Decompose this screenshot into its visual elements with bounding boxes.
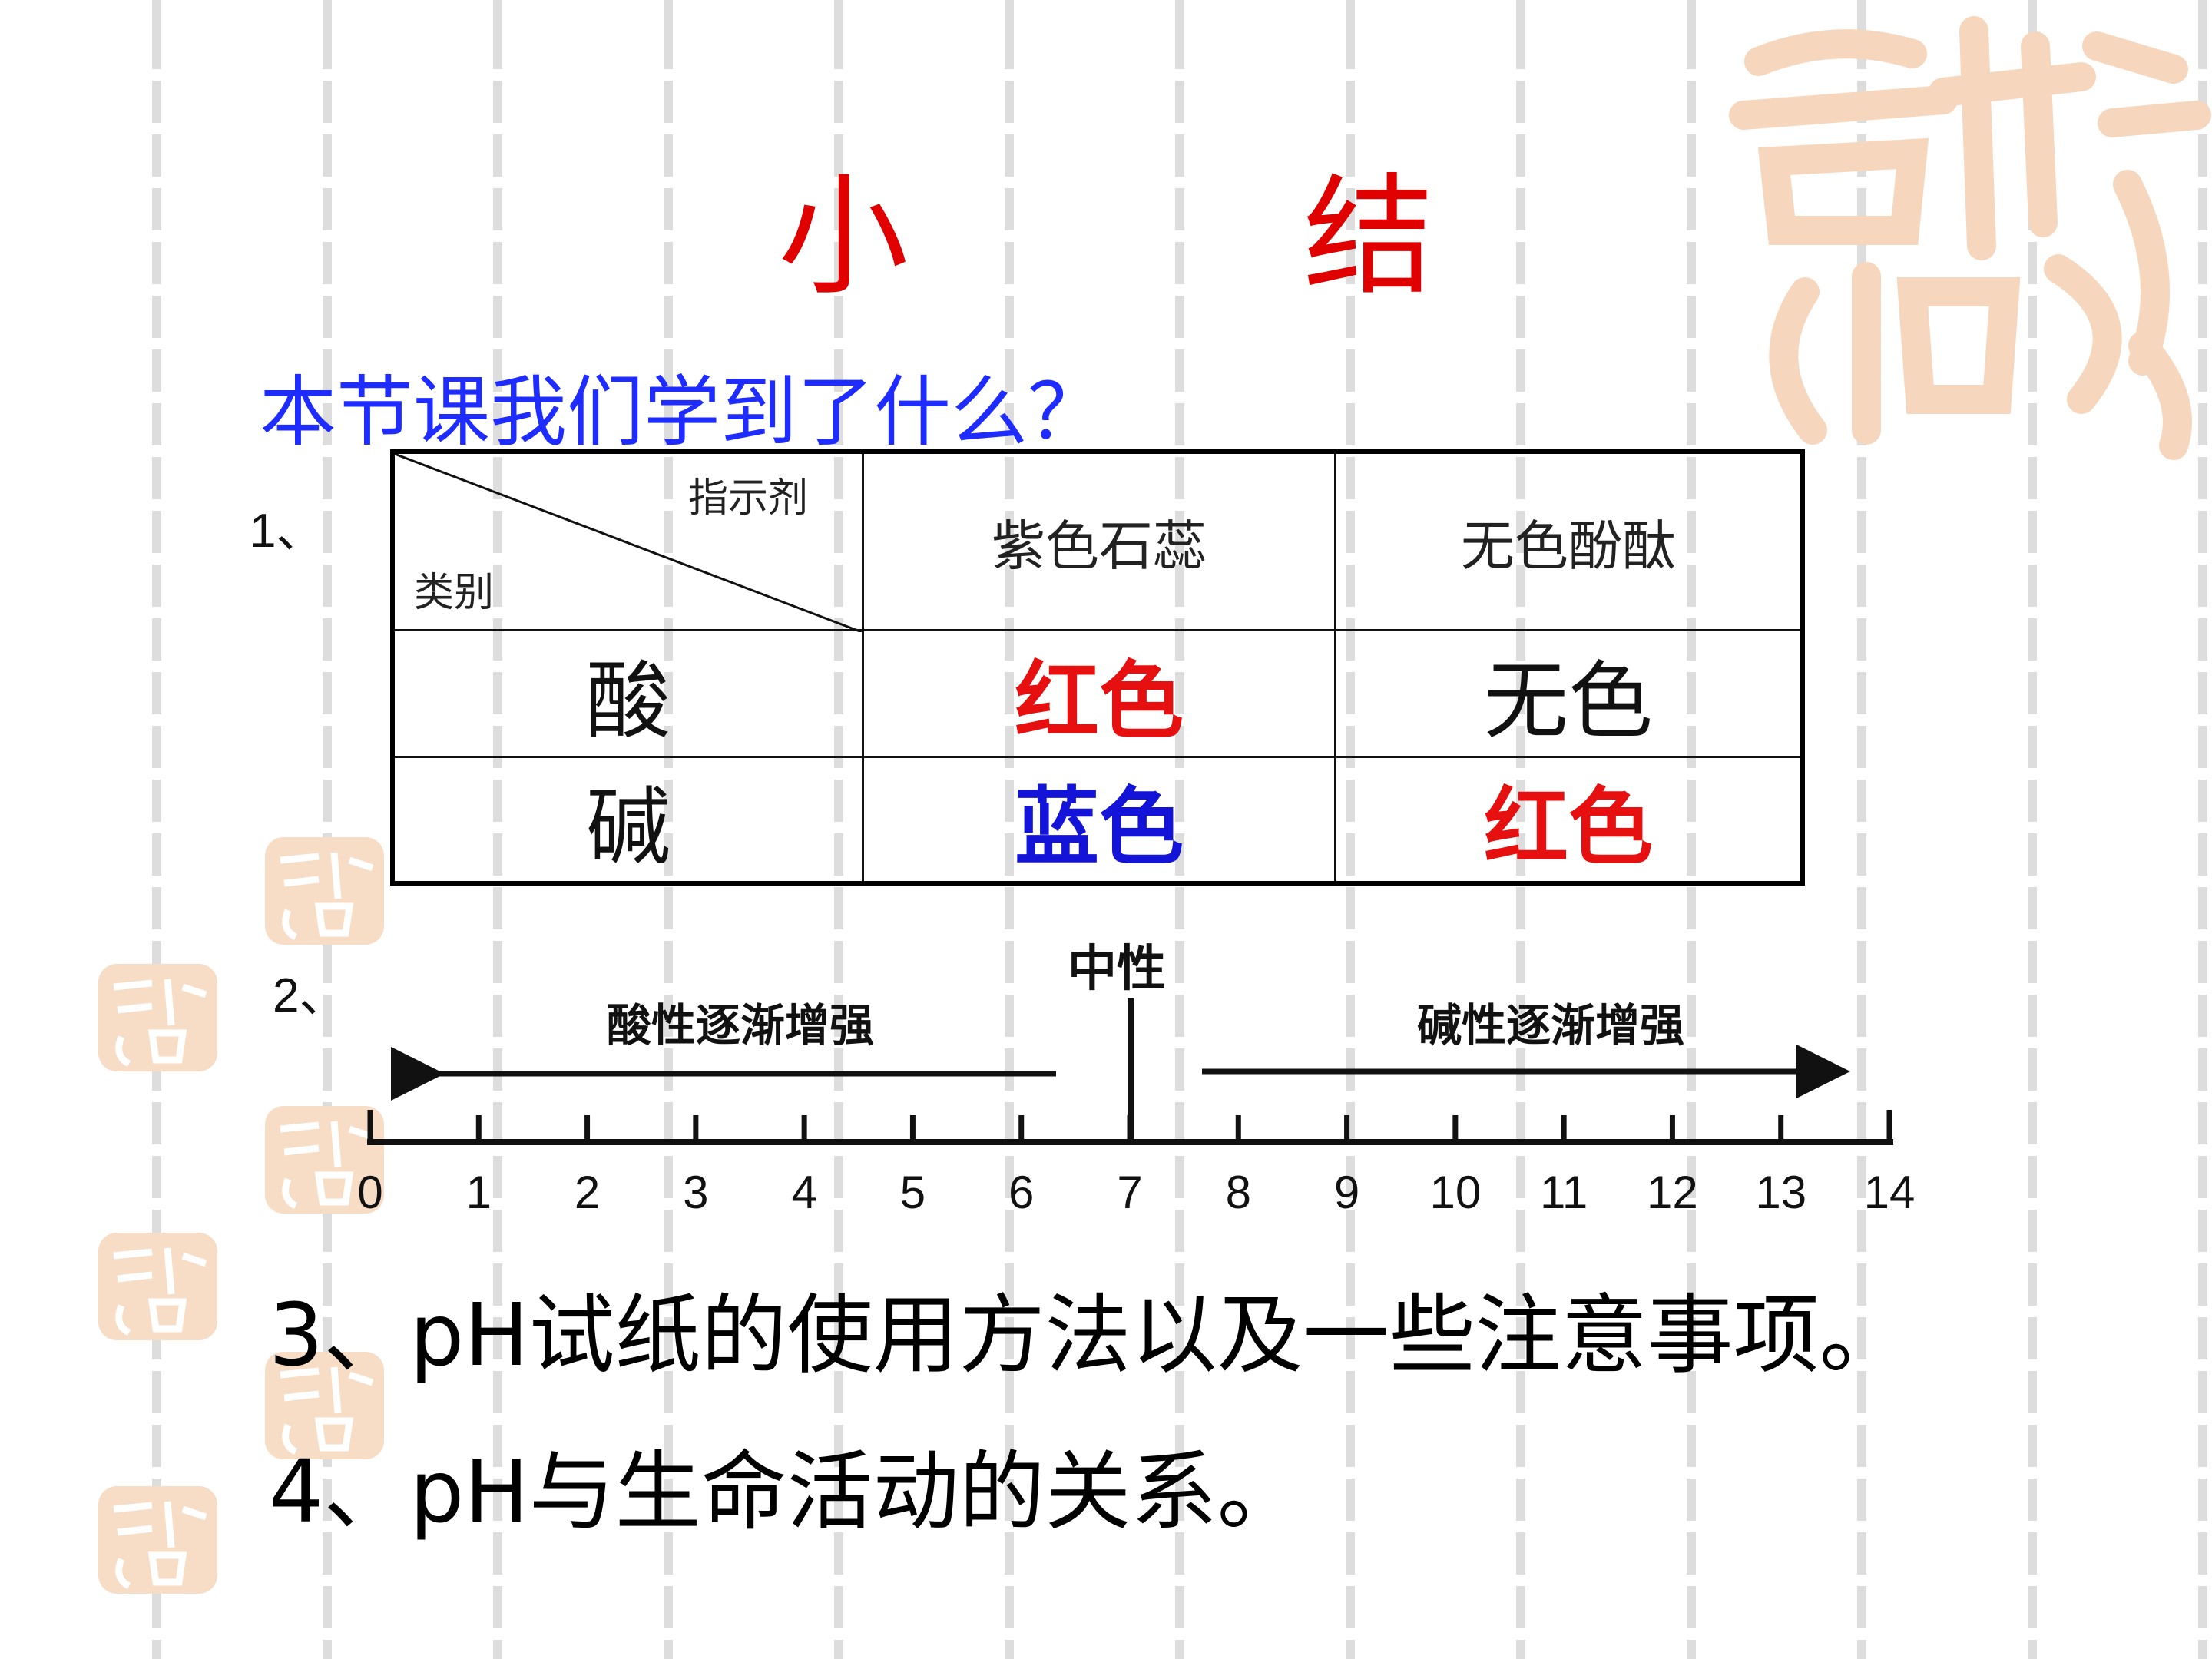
indicator-table: 指示剂 类别 紫色石蕊 无色酚酞 酸 红色 无色 碱 蓝色 红色 xyxy=(390,449,1805,886)
item-3: 3、pH试纸的使用方法以及一些注意事项。 xyxy=(269,1286,1906,1386)
scale-tick-label: 6 xyxy=(1008,1167,1035,1218)
decorative-seal-small-6 xyxy=(98,1486,217,1594)
row-acid-phenolphthalein: 无色 xyxy=(1334,629,1804,758)
item-4: 4、pH与生命活动的关系。 xyxy=(269,1442,1303,1542)
scale-tick-label: 3 xyxy=(683,1167,709,1218)
scale-tick-label: 2 xyxy=(574,1167,601,1218)
scale-tick-label: 12 xyxy=(1647,1167,1698,1218)
row-base-phenolphthalein: 红色 xyxy=(1334,755,1804,885)
decorative-seal-small-4 xyxy=(98,1233,217,1340)
row-acid-category: 酸 xyxy=(391,629,864,758)
scale-tick-label: 13 xyxy=(1755,1167,1807,1218)
page-title: 小 结 xyxy=(777,161,1611,313)
header-phenolphthalein: 无色酚酞 xyxy=(1334,450,1804,632)
acid-trend-label: 酸性逐渐增强 xyxy=(607,999,875,1051)
scale-tick-label: 5 xyxy=(899,1167,926,1218)
table-row: 酸 红色 无色 xyxy=(391,629,1804,758)
scale-tick-label: 1 xyxy=(465,1167,492,1218)
scale-tick-label: 9 xyxy=(1333,1167,1360,1218)
section1-number: 1、 xyxy=(250,505,324,558)
decorative-seal-small-1 xyxy=(265,837,384,945)
diagonal-line xyxy=(395,454,862,632)
scale-tick-label: 14 xyxy=(1863,1167,1916,1218)
neutral-label: 中性 xyxy=(1068,941,1166,998)
table-corner-cell: 指示剂 类别 xyxy=(391,450,864,632)
scale-tick-label: 8 xyxy=(1225,1167,1251,1218)
subtitle: 本节课我们学到了什么？ xyxy=(260,367,1104,457)
scale-ticks xyxy=(367,1110,1892,1142)
row-base-litmus: 蓝色 xyxy=(862,755,1336,885)
corner-bottom-label: 类别 xyxy=(414,570,495,617)
scale-tick-label: 4 xyxy=(791,1167,817,1218)
section2-number: 2、 xyxy=(273,969,347,1022)
base-trend-label: 碱性逐渐增强 xyxy=(1417,999,1685,1051)
decorative-seal-small-2 xyxy=(98,964,217,1071)
table-row: 碱 蓝色 红色 xyxy=(391,755,1804,885)
decorative-seal-small-5 xyxy=(265,1352,384,1459)
scale-tick-label: 10 xyxy=(1429,1167,1482,1218)
scale-tick-label: 11 xyxy=(1539,1167,1588,1218)
corner-top-label: 指示剂 xyxy=(687,475,808,522)
scale-tick-label: 7 xyxy=(1117,1167,1143,1218)
row-acid-litmus: 红色 xyxy=(862,629,1336,758)
decorative-seal-large xyxy=(1713,0,2212,461)
scale-tick-label: 0 xyxy=(357,1167,383,1218)
header-litmus: 紫色石蕊 xyxy=(862,450,1336,632)
row-base-category: 碱 xyxy=(391,755,864,885)
